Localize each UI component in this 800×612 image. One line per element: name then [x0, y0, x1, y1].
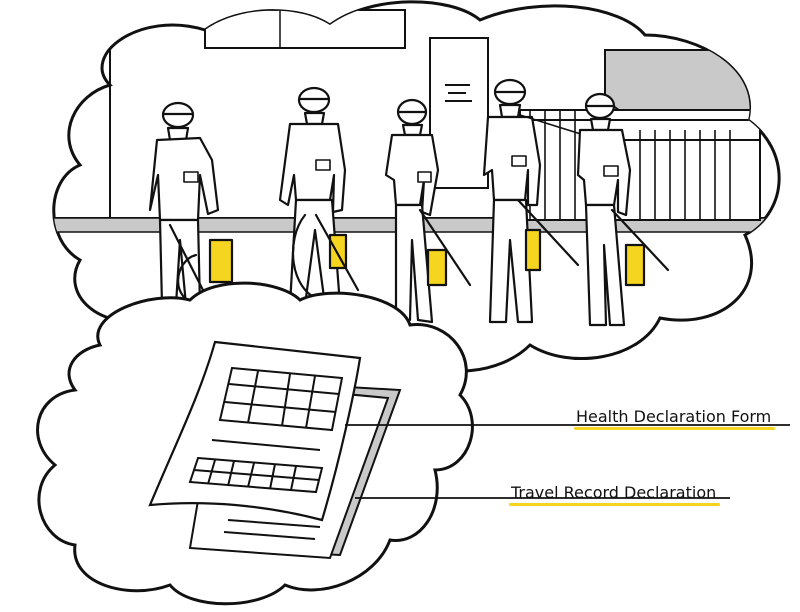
highlight-underline	[509, 503, 721, 506]
document-cloud	[36, 281, 790, 606]
health-declaration-form-label: Health Declaration Form	[574, 407, 776, 430]
workers	[148, 78, 670, 327]
worker-1	[148, 101, 234, 307]
travel-record-declaration-text: Travel Record Declaration	[511, 483, 717, 502]
health-form-paper	[148, 340, 362, 522]
worker-3	[384, 98, 472, 324]
health-declaration-form-text: Health Declaration Form	[576, 407, 772, 426]
worker-5	[576, 92, 670, 327]
worker-4	[482, 78, 601, 324]
highlight-underline	[574, 427, 776, 430]
travel-record-declaration-label: Travel Record Declaration	[509, 483, 721, 506]
